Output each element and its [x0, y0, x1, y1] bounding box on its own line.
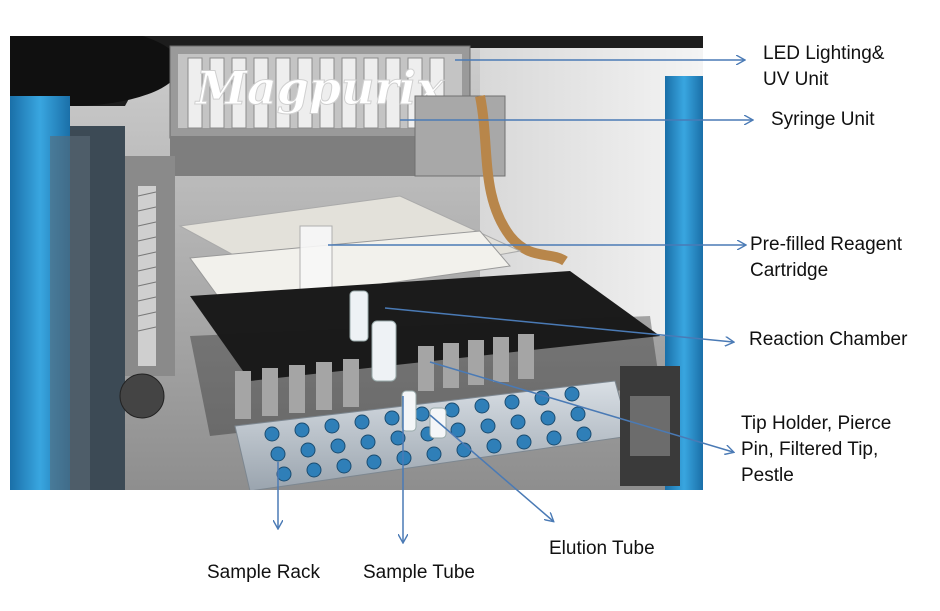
- right-mechanism-plate: [630, 396, 670, 456]
- sample-tube: [401, 390, 417, 432]
- lead-screw: [138, 186, 156, 366]
- label-cartridge-line2: Cartridge: [750, 260, 829, 281]
- brand-logo: Magpurix: [194, 61, 444, 115]
- left-motor: [119, 373, 165, 419]
- label-tip-line1: Tip Holder, Pierce: [741, 413, 892, 434]
- label-tip-line2: Pin, Filtered Tip,: [741, 439, 879, 460]
- deck-shadow: [190, 316, 660, 436]
- label-led-line2: UV Unit: [763, 69, 829, 90]
- label-cartridge-line1: Pre-filled Reagent: [750, 234, 903, 255]
- label-elution: Elution Tube: [549, 538, 655, 559]
- reaction-chamber-tube: [349, 290, 369, 342]
- top-housing-shadow: [10, 36, 180, 106]
- label-tip: Tip Holder, Pierce Pin, Filtered Tip, Pe…: [741, 411, 891, 489]
- label-syringe: Syringe Unit: [771, 109, 875, 130]
- arrow-tip: [429, 361, 733, 452]
- elution-tube: [429, 407, 447, 439]
- arrow-reaction: [384, 307, 733, 342]
- arrow-elution: [429, 414, 553, 521]
- cable: [475, 95, 568, 266]
- label-led-line1: LED Lighting&: [763, 43, 885, 64]
- left-column-highlight: [50, 136, 90, 490]
- reaction-chamber: [371, 320, 397, 382]
- instrument-photo: Magpurix: [10, 36, 703, 490]
- label-tip-line3: Pestle: [741, 465, 794, 486]
- rack-wells: [264, 386, 592, 482]
- reagent-cartridge: [189, 230, 511, 307]
- label-rack: Sample Rack: [207, 562, 320, 583]
- label-tube: Sample Tube: [363, 562, 475, 583]
- deck-plate: [190, 271, 660, 381]
- lead-screw-threads: [137, 191, 157, 332]
- label-reaction: Reaction Chamber: [749, 329, 908, 350]
- label-led: LED Lighting& UV Unit: [763, 41, 884, 93]
- instrument-photo-graphic: Magpurix: [10, 36, 703, 490]
- label-cartridge: Pre-filled Reagent Cartridge: [750, 232, 902, 284]
